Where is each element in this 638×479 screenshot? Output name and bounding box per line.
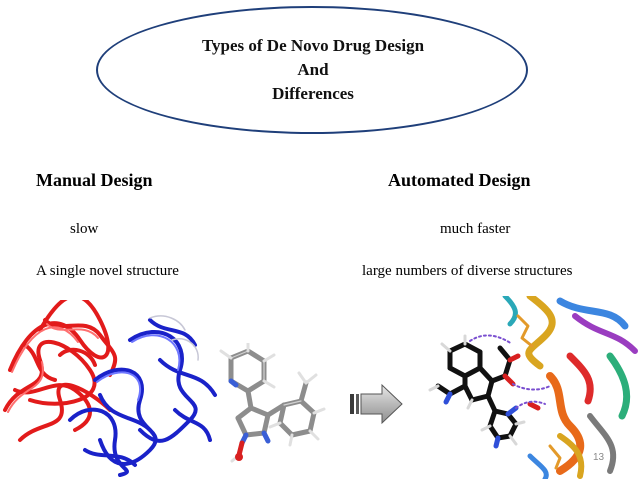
slide-title: Types of De Novo Drug Design And Differe…	[120, 34, 506, 106]
manual-speed-text: slow	[70, 221, 99, 237]
title-line-2: And	[297, 60, 329, 79]
manual-design-heading: Manual Design	[36, 170, 153, 190]
docked-complex-image	[428, 296, 638, 479]
automated-speed-text: much faster	[440, 221, 511, 237]
title-line-1: Types of De Novo Drug Design	[201, 36, 425, 55]
right-arrow-icon	[350, 383, 403, 425]
automated-output-text: large numbers of diverse structures	[362, 263, 573, 279]
page-number: 13	[593, 452, 605, 463]
title-ellipse	[96, 6, 528, 134]
title-line-3: Differences	[272, 84, 354, 103]
automated-design-heading: Automated Design	[388, 170, 531, 190]
protein-ribbon-image	[3, 300, 217, 477]
ligand-molecule-image	[219, 343, 326, 463]
manual-output-text: A single novel structure	[36, 263, 179, 279]
